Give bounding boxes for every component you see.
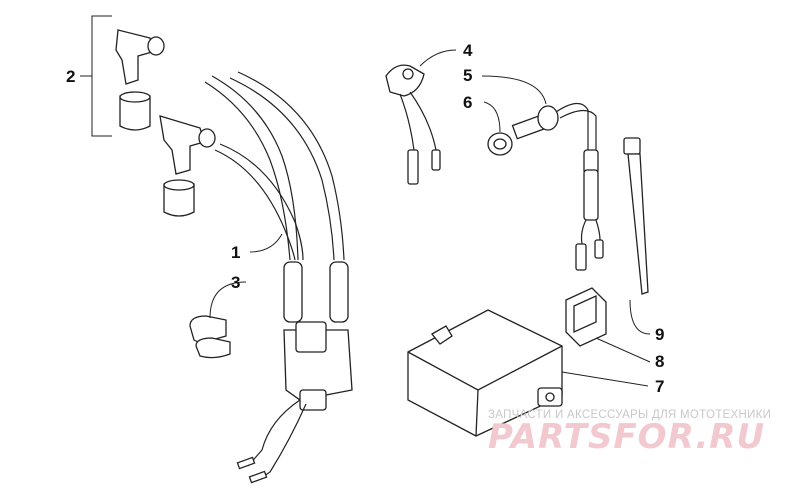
cable-tie [623,137,649,295]
bracket-2 [80,15,112,137]
spark-plug-cap-lower [159,115,216,217]
ignition-coil-leads [204,71,349,323]
callout-3: 3 [231,273,240,292]
sealing-washer [487,132,513,156]
callout-6: 6 [463,93,472,112]
temperature-sensor [385,64,441,185]
cdi-control-unit [407,309,563,437]
watermark-logo: PARTSFOR.RU [488,417,765,457]
callout-9: 9 [655,325,664,344]
callout-7: 7 [655,377,664,396]
cable-clip [189,315,231,359]
callout-2: 2 [66,67,75,86]
callout-1: 1 [231,243,240,262]
watermark-caption: ЗАПЧАСТИ И АКСЕССУАРЫ ДЛЯ МОТОТЕХНИКИ [488,409,771,421]
leader-lines [209,49,651,387]
spark-plug-cap-upper [115,29,165,131]
callout-8: 8 [655,352,664,371]
relay-block [565,287,607,347]
callout-5: 5 [463,66,472,85]
callout-4: 4 [463,41,473,60]
sensor-with-harness [511,102,604,271]
ignition-coil-body [236,321,353,484]
